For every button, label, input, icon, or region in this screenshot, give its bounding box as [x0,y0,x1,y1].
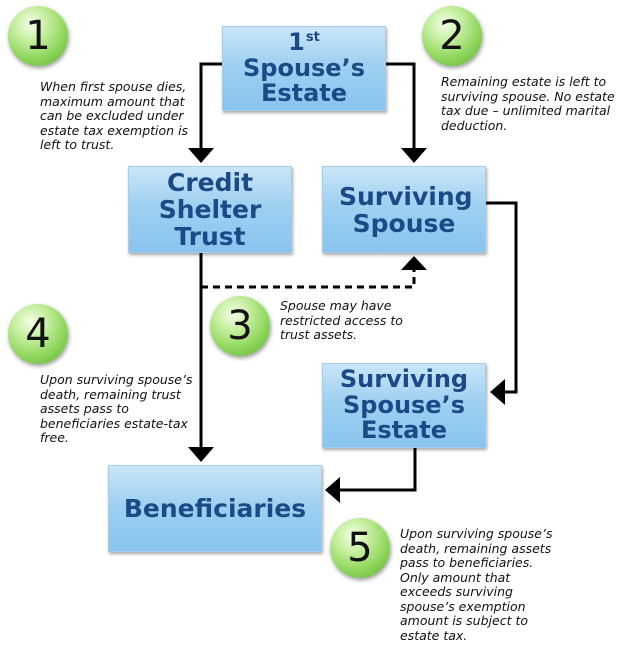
connector-estate-to-spouse [386,62,416,152]
step-1-note: When first spouse dies, maximum amount t… [40,79,189,152]
step-4-badge: 4 [8,304,68,364]
surviving-spouse-estate-label: Surviving Spouse’s Estate [339,364,469,445]
arrowhead-spouse-estate [490,379,505,405]
surviving-spouse-box: Surviving Spouse [322,166,486,253]
arrowhead-trust [188,148,214,163]
credit-shelter-trust-label: Credit Shelter Trust [158,168,262,251]
first-spouse-ordinal: 1st [288,27,320,56]
connector-trust-access-dashed [201,268,416,289]
connector-spouse-estate-to-beneficiaries [338,448,417,492]
ordinal-suffix: st [305,29,320,45]
step-5-note: Upon surviving spouse’s death, remaining… [400,526,553,643]
step-1-badge: 1 [8,6,68,66]
first-spouse-estate-label: Spouse’s Estate [242,53,365,108]
connector-spouse-to-spouse-estate [486,201,518,394]
first-spouse-estate-box: 1st Spouse’s Estate [222,26,386,111]
arrowhead-dashed-access [401,256,427,270]
arrowhead-beneficiaries-top [188,447,214,462]
step-3-badge: 3 [210,296,270,356]
step-2-note: Remaining estate is left to surviving sp… [441,74,615,133]
ordinal-number: 1 [288,27,305,56]
step-4-note: Upon surviving spouse’s death, remaining… [40,372,193,445]
step-5-badge: 5 [330,518,390,578]
surviving-spouse-label: Surviving Spouse [339,181,473,238]
credit-shelter-trust-box: Credit Shelter Trust [128,166,292,253]
beneficiaries-label: Beneficiaries [123,494,307,523]
beneficiaries-box: Beneficiaries [108,465,322,552]
arrowhead-spouse [401,148,427,163]
surviving-spouse-estate-box: Surviving Spouse’s Estate [322,363,486,448]
connector-estate-to-trust [199,62,222,152]
step-3-note: Spouse may have restricted access to tru… [280,298,403,342]
arrowhead-beneficiaries-right [325,477,340,503]
step-2-badge: 2 [422,6,482,66]
